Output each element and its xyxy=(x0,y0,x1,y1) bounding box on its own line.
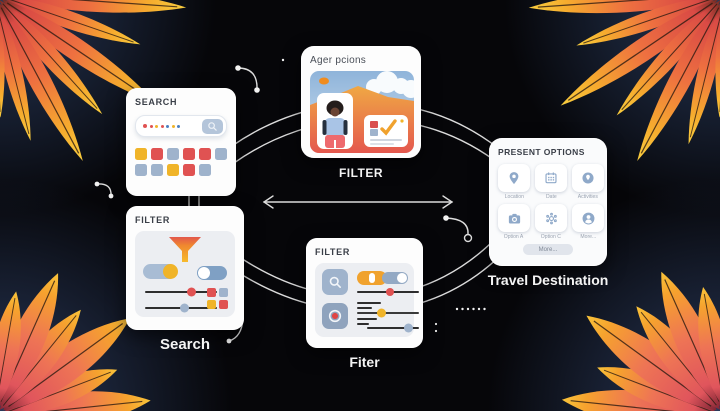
travel-illustration xyxy=(310,71,414,153)
agent-options-title: Ager pcions xyxy=(310,55,367,66)
search-button[interactable] xyxy=(202,118,223,134)
filter-bottom-card: FILTER xyxy=(306,238,423,348)
agent-options-card: Ager pcions xyxy=(301,46,421,158)
filter-left-title: FILTER xyxy=(135,215,171,225)
filter-chips xyxy=(207,288,228,309)
toggle-off[interactable] xyxy=(197,266,227,280)
double-arrow xyxy=(262,195,454,209)
search-results-grid xyxy=(135,148,227,176)
caption-fiter: Fiter xyxy=(349,354,380,370)
option-tile-activities[interactable]: Activities xyxy=(572,164,604,200)
search-card-title: SEARCH xyxy=(135,97,178,107)
traveler-figure xyxy=(317,93,353,149)
filter-bottom-title: FILTER xyxy=(315,247,351,257)
present-options-title: PRESENT OPTIONS xyxy=(498,147,585,157)
slider-gray-2[interactable] xyxy=(367,323,419,333)
slider-gray[interactable] xyxy=(145,303,217,313)
toggle-blue[interactable] xyxy=(382,272,408,284)
caption-search: Search xyxy=(159,336,211,353)
option-tile-date[interactable]: Date xyxy=(535,164,567,200)
camera-icon xyxy=(508,213,520,223)
filter-left-card: FILTER xyxy=(126,206,244,330)
search-icon xyxy=(208,121,217,131)
record-filter-tile[interactable] xyxy=(322,303,348,329)
filter-left-panel xyxy=(135,231,235,317)
toggle-on[interactable] xyxy=(143,264,178,279)
calendar-icon xyxy=(545,172,557,184)
toggle-orange[interactable] xyxy=(357,271,387,285)
caption-travel-destination: Travel Destination xyxy=(487,272,609,288)
caption-filter-top: FILTER xyxy=(338,166,384,180)
option-tile-settings[interactable]: Option C xyxy=(535,204,567,240)
filter-bottom-panel xyxy=(315,263,419,337)
option-tile-location[interactable]: Location xyxy=(498,164,530,200)
search-input[interactable] xyxy=(135,115,227,137)
option-tile-profile[interactable]: More... xyxy=(572,204,604,240)
search-icon xyxy=(329,276,341,288)
checklist-panel xyxy=(364,115,408,147)
options-grid: Location Date Activities xyxy=(498,164,604,240)
gear-icon xyxy=(545,212,557,224)
present-options-card: PRESENT OPTIONS Location Date xyxy=(489,138,607,266)
location-pin-icon xyxy=(509,172,519,185)
slider-red[interactable] xyxy=(145,287,217,297)
node-dots xyxy=(94,58,486,344)
funnel-icon xyxy=(169,237,201,262)
hollow-node xyxy=(463,233,473,243)
search-card: SEARCH xyxy=(126,88,236,196)
slider-yellow[interactable] xyxy=(357,308,419,318)
person-icon xyxy=(582,212,594,224)
checkmark-icon xyxy=(380,119,397,136)
sun-icon xyxy=(319,77,329,85)
option-tile-camera[interactable]: Option A xyxy=(498,204,530,240)
activity-pin-icon xyxy=(582,172,594,184)
node-arc-right xyxy=(445,217,469,235)
search-filter-tile[interactable] xyxy=(322,269,348,295)
slider-red-2[interactable] xyxy=(357,288,419,296)
node-arc-top-left xyxy=(237,67,258,91)
clouds xyxy=(366,71,414,98)
node-arc-left xyxy=(96,183,112,197)
record-icon xyxy=(328,309,342,323)
search-query-dots xyxy=(143,124,180,128)
more-button[interactable]: More... xyxy=(523,244,573,255)
